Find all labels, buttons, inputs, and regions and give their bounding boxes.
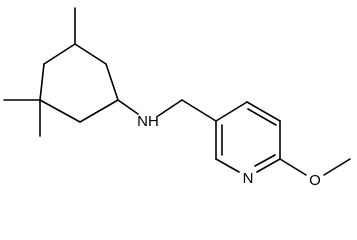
bond-ch2-pyr [181, 99, 217, 122]
bond-c6-c1 [79, 99, 119, 123]
bond-c3-c4 [43, 43, 76, 65]
bond-nh-ch2 [157, 99, 183, 117]
bond-o-ch3 [323, 158, 351, 176]
bond-c6-o [279, 158, 307, 176]
pyridine-n-label: N [243, 170, 254, 187]
bond-c5-c6 [39, 99, 81, 123]
bond-c4-c5 [39, 63, 45, 101]
bond-c1-c2 [105, 63, 119, 101]
bond-c2-c3 [74, 43, 107, 65]
molecule-structure-diagram: NH N O [3, 7, 351, 189]
amine-nh-label: NH [137, 113, 159, 130]
ether-o-label: O [309, 172, 321, 189]
bond-pyr-c6-n [256, 158, 281, 173]
bond-pyr-c6-n-double [254, 154, 276, 167]
bond-pyr-c4-c5 [246, 101, 281, 122]
bond-c1-nh [117, 99, 139, 115]
bond-pyr-c4-c5-double [247, 108, 277, 126]
bond-pyr-c3-c4 [215, 101, 248, 122]
bond-pyr-n-c2 [215, 158, 240, 173]
